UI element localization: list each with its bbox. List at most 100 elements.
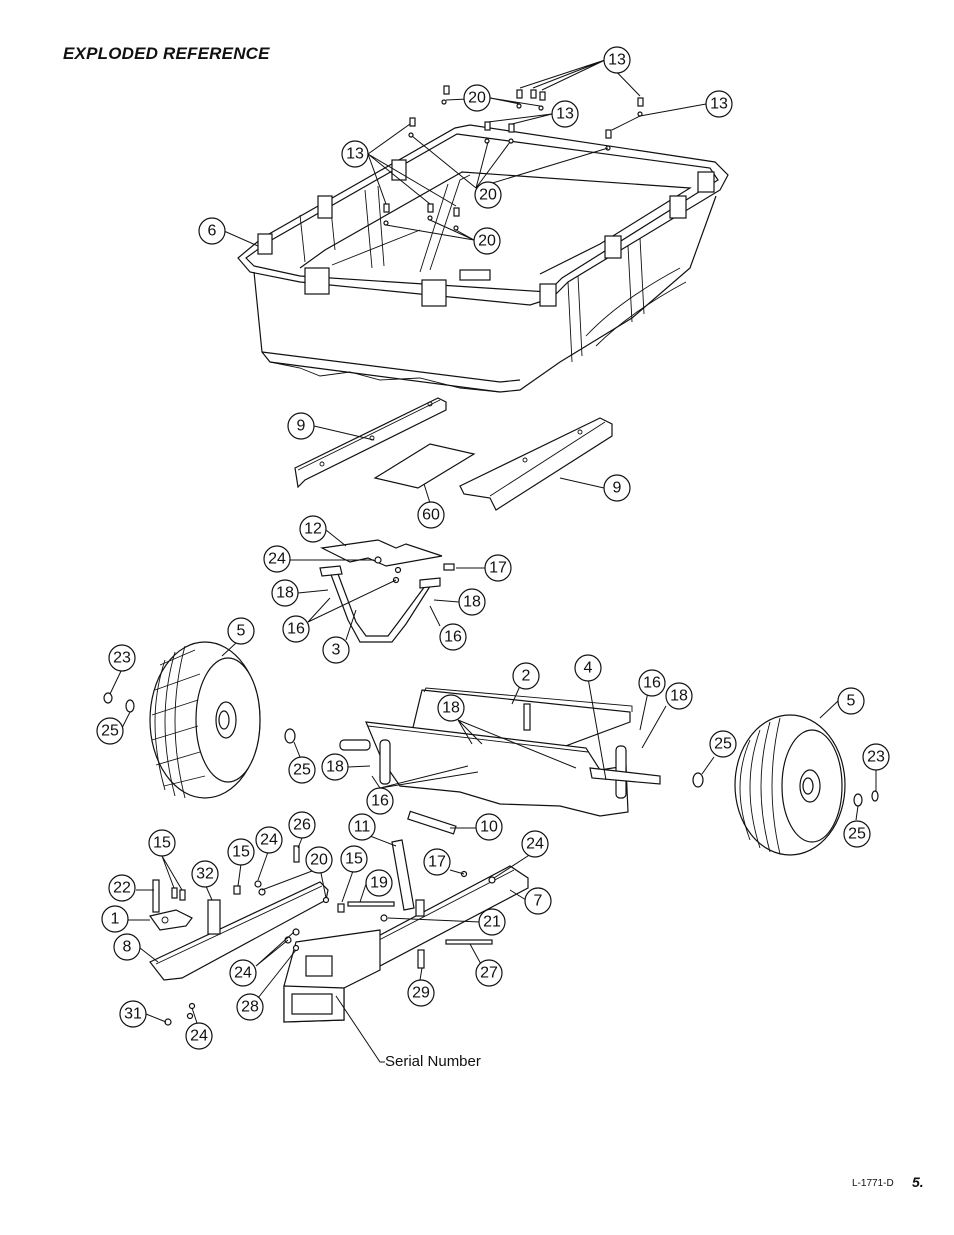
svg-text:12: 12 [304, 521, 322, 538]
svg-text:18: 18 [670, 688, 688, 705]
tub-body [237, 124, 729, 393]
callout-21: 21 [478, 908, 506, 936]
callout-8: 8 [113, 933, 141, 961]
svg-text:20: 20 [468, 90, 486, 107]
tub-fasteners [383, 85, 644, 231]
svg-text:18: 18 [442, 700, 460, 717]
svg-text:21: 21 [483, 914, 501, 931]
callout-3: 3 [322, 636, 350, 664]
callout-25b: 25 [288, 756, 316, 784]
callout-26: 26 [288, 811, 316, 839]
svg-text:18: 18 [326, 759, 344, 776]
callout-13c: 13 [705, 90, 733, 118]
svg-text:18: 18 [276, 585, 294, 602]
svg-text:4: 4 [584, 660, 593, 677]
callout-17b: 17 [423, 848, 451, 876]
callout-4: 4 [574, 654, 602, 682]
svg-text:2: 2 [522, 668, 531, 685]
callout-24d: 24 [229, 959, 257, 987]
callout-16b: 16 [439, 623, 467, 651]
svg-text:5: 5 [847, 693, 856, 710]
frame-assembly [148, 810, 529, 1026]
callout-22: 22 [108, 874, 136, 902]
svg-text:27: 27 [480, 965, 498, 982]
callout-2: 2 [512, 662, 540, 690]
callout-24a: 24 [263, 545, 291, 573]
callout-5b: 5 [837, 687, 865, 715]
svg-text:3: 3 [332, 642, 341, 659]
callout-24c: 24 [521, 830, 549, 858]
svg-text:9: 9 [297, 418, 306, 435]
callout-17a: 17 [484, 554, 512, 582]
callout-20b: 20 [474, 181, 502, 209]
callout-18e: 18 [321, 753, 349, 781]
svg-text:15: 15 [232, 844, 250, 861]
svg-text:13: 13 [346, 146, 364, 163]
svg-text:25: 25 [293, 762, 311, 779]
svg-text:1: 1 [111, 911, 120, 928]
svg-text:8: 8 [123, 939, 132, 956]
page-number: 5. [912, 1174, 924, 1190]
svg-text:16: 16 [643, 675, 661, 692]
callout-28: 28 [236, 993, 264, 1021]
page-heading: EXPLODED REFERENCE [63, 44, 270, 63]
callout-18b: 18 [458, 588, 486, 616]
callout-12: 12 [299, 515, 327, 543]
svg-text:25: 25 [848, 826, 866, 843]
svg-text:17: 17 [489, 560, 507, 577]
callout-25d: 25 [843, 820, 871, 848]
hitch-bracket [319, 539, 455, 643]
svg-text:16: 16 [287, 621, 305, 638]
callout-19: 19 [365, 869, 393, 897]
callout-25c: 25 [709, 730, 737, 758]
svg-text:5: 5 [237, 623, 246, 640]
svg-text:6: 6 [208, 223, 217, 240]
right-wheel [734, 714, 846, 856]
callout-18c: 18 [665, 682, 693, 710]
callout-7: 7 [524, 887, 552, 915]
svg-text:26: 26 [293, 817, 311, 834]
callout-18a: 18 [271, 579, 299, 607]
callout-27: 27 [475, 959, 503, 987]
callout-6: 6 [198, 217, 226, 245]
callout-13a: 13 [603, 46, 631, 74]
svg-text:18: 18 [463, 594, 481, 611]
serial-number-label: Serial Number [385, 1053, 481, 1070]
svg-text:32: 32 [196, 866, 214, 883]
svg-text:13: 13 [710, 96, 728, 113]
svg-text:17: 17 [428, 854, 446, 871]
svg-text:24: 24 [190, 1028, 208, 1045]
svg-text:23: 23 [113, 650, 131, 667]
svg-text:15: 15 [345, 851, 363, 868]
callout-60: 60 [417, 501, 445, 529]
callout-20a: 20 [463, 84, 491, 112]
callout-20c: 20 [473, 227, 501, 255]
callout-20d: 20 [305, 846, 333, 874]
callout-10: 10 [475, 813, 503, 841]
svg-text:22: 22 [113, 880, 131, 897]
axle-assembly [339, 687, 661, 817]
callout-11: 11 [348, 813, 376, 841]
svg-text:60: 60 [422, 507, 440, 524]
svg-text:9: 9 [613, 480, 622, 497]
callout-13b: 13 [551, 100, 579, 128]
wheel-fasteners [103, 692, 879, 807]
left-wheel [149, 641, 261, 799]
callout-23b: 23 [862, 743, 890, 771]
callout-29: 29 [407, 979, 435, 1007]
svg-text:16: 16 [444, 629, 462, 646]
callout-1: 1 [101, 905, 129, 933]
svg-text:25: 25 [101, 723, 119, 740]
svg-text:24: 24 [268, 551, 286, 568]
leader-lines [109, 59, 877, 1063]
svg-text:20: 20 [478, 233, 496, 250]
svg-text:10: 10 [480, 819, 498, 836]
callout-15a: 15 [148, 829, 176, 857]
svg-text:15: 15 [153, 835, 171, 852]
callout-15c: 15 [340, 845, 368, 873]
svg-text:24: 24 [234, 965, 252, 982]
svg-text:25: 25 [714, 736, 732, 753]
callout-15b: 15 [227, 838, 255, 866]
svg-text:29: 29 [412, 985, 430, 1002]
